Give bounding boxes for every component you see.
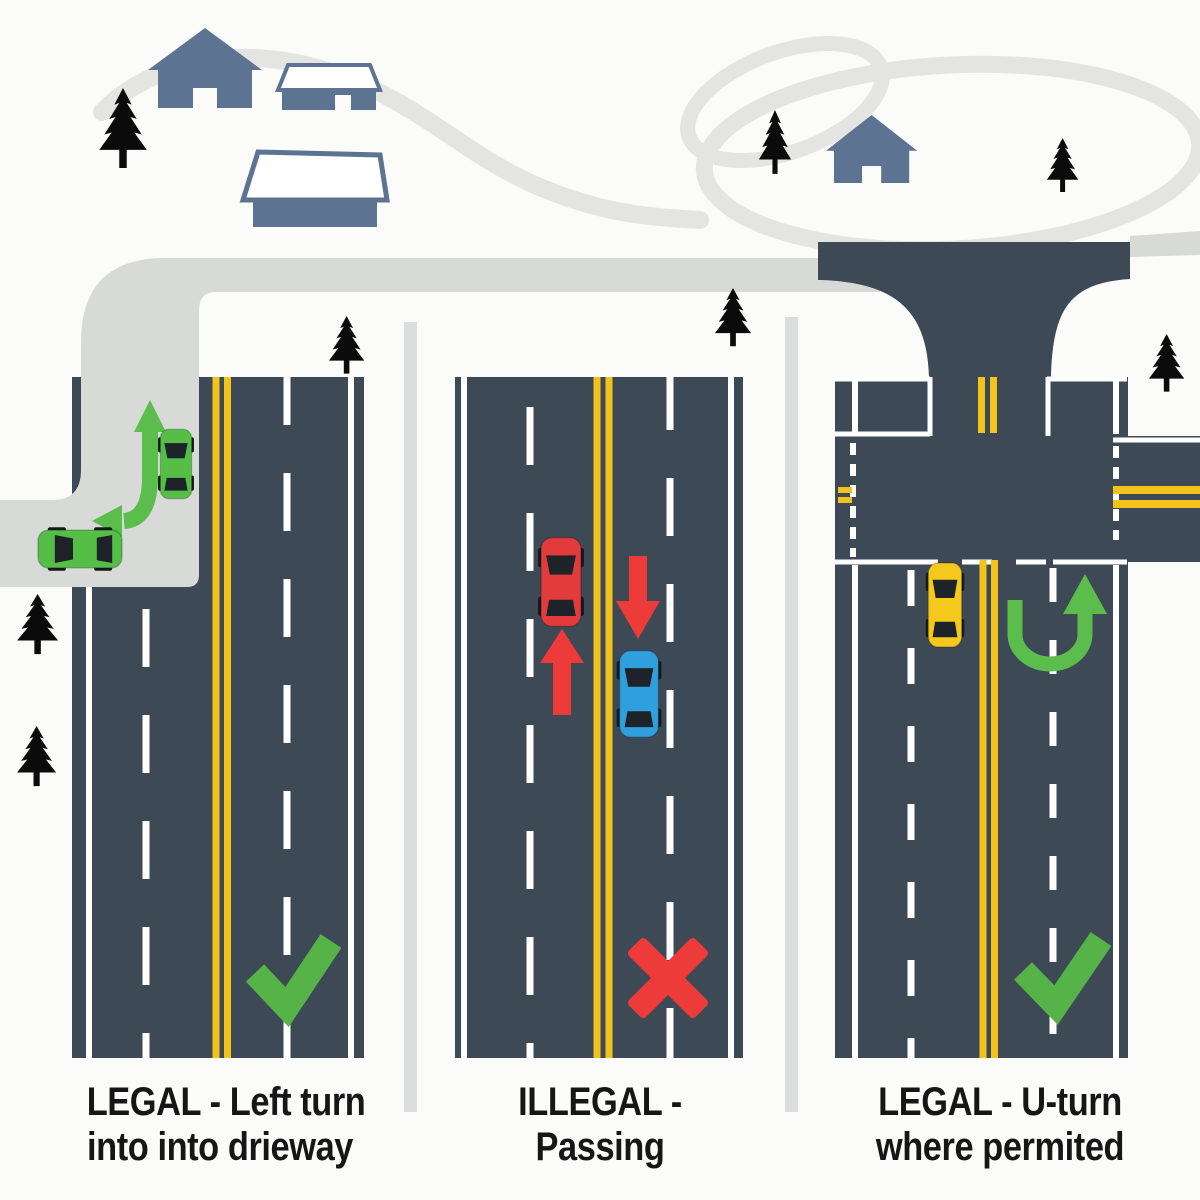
loop-road-small [680, 35, 890, 169]
panel-legal-left-turn [0, 258, 880, 1058]
green-car-turning [157, 428, 195, 500]
caption-line: where permited [875, 1125, 1125, 1169]
yellow-lines [838, 377, 1200, 1058]
down-arrow [616, 601, 660, 639]
left-turn-arrow [92, 400, 166, 537]
double-yellow-center-line [212, 377, 231, 1058]
up-arrow [540, 629, 584, 663]
panel-illegal-passing [455, 377, 743, 1058]
pine-tree-icon [328, 316, 365, 374]
caption-line: Passing [535, 1125, 665, 1169]
caption-illegal-passing: ILLEGAL - Passing [469, 1080, 730, 1170]
up-arrow-shaft [553, 661, 571, 715]
pine-tree-icon [17, 726, 57, 787]
houses [148, 28, 918, 227]
pine-tree-icon [714, 288, 752, 347]
green-car-in-driveway [37, 526, 123, 572]
red-passing-car [537, 536, 585, 628]
u-turn-arrow [1007, 574, 1107, 672]
caption-legal-left-turn: LEGAL - Left turn into into drieway [86, 1080, 366, 1170]
driveway [0, 258, 880, 587]
barn-icon [239, 149, 390, 227]
caption-line: into into drieway [86, 1125, 353, 1169]
pine-tree-icon [17, 594, 59, 655]
caption-line: LEGAL - U-turn [878, 1080, 1122, 1124]
white-lane-lines [461, 377, 734, 1058]
road-flare-top [818, 242, 1130, 377]
house-icon [148, 28, 262, 108]
legal-check-icon [245, 934, 342, 1028]
panel-divider-right [785, 317, 798, 1112]
passing-conflict-arrows [540, 556, 660, 715]
panel-divider-left [404, 322, 417, 1112]
double-yellow-center-line [593, 377, 613, 1058]
yellow-car-u-turning [925, 562, 965, 648]
intersection-white-lines [835, 376, 1200, 1058]
pine-tree-icon [1148, 334, 1185, 392]
gray-road-stub-right [1130, 231, 1200, 257]
panel-legal-u-turn [818, 242, 1200, 1058]
caption-line: ILLEGAL - [518, 1080, 682, 1124]
legal-check-icon [1014, 931, 1112, 1025]
cross-street-right [1128, 436, 1200, 562]
down-arrow-shaft [629, 556, 647, 603]
blue-oncoming-car [615, 650, 663, 738]
caption-line: LEGAL - Left turn [86, 1080, 366, 1124]
illegal-x-icon [627, 937, 709, 1019]
pine-tree-icon [1046, 138, 1079, 192]
house-white-roof-icon [275, 63, 383, 110]
caption-legal-u-turn: LEGAL - U-turn where permited [850, 1080, 1149, 1170]
